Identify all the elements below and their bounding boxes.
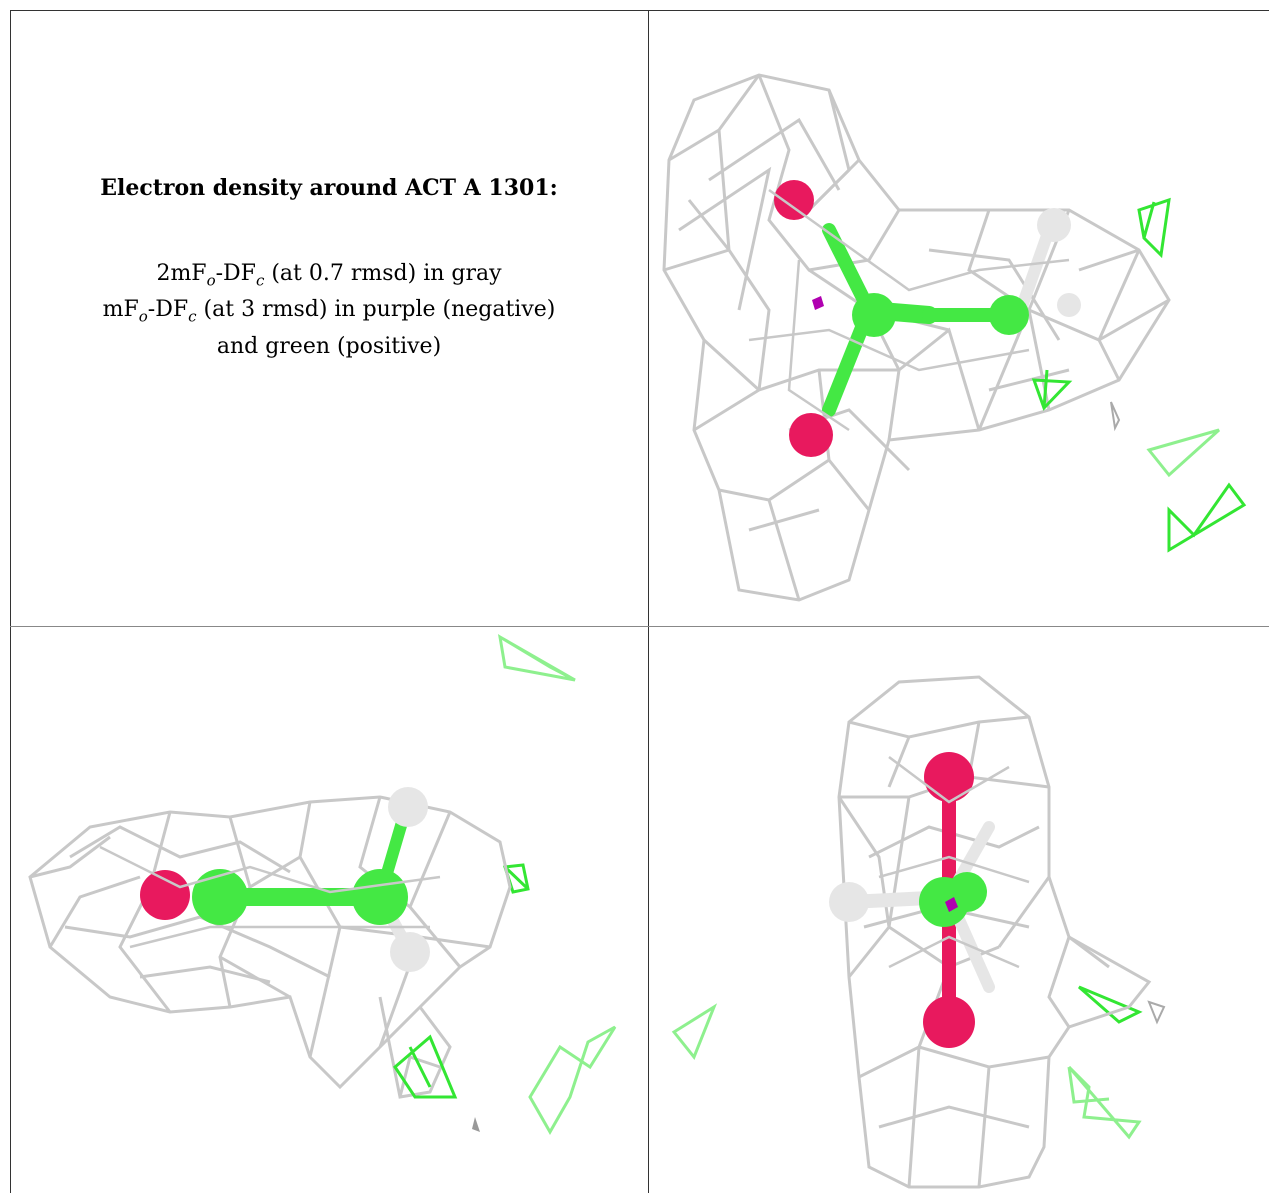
positive-density-green <box>497 634 617 1136</box>
positive-density-green <box>671 985 1143 1140</box>
hydrogen-atom <box>1057 293 1081 317</box>
center-divider <box>648 10 649 1193</box>
negative-density-purple <box>945 897 958 912</box>
view-bottom-left <box>10 627 648 1193</box>
view-top-right <box>649 10 1269 626</box>
caption-line-2: mFo-DFc (at 3 rmsd) in purple (negative) <box>102 297 556 326</box>
carbon-atom <box>989 295 1029 335</box>
figure-grid: Electron density around ACT A 1301: 2mFo… <box>10 10 1269 1193</box>
oxygen-atom <box>923 996 975 1048</box>
carbon-atom <box>852 293 896 337</box>
density-mesh-overlay <box>878 756 1030 969</box>
top-border <box>10 10 1269 11</box>
carbon-atom <box>192 869 248 925</box>
density-mesh-overlay <box>748 188 1070 432</box>
density-mesh-gray <box>837 675 1152 1189</box>
hydrogen-atom <box>1037 208 1071 242</box>
caption-line-3: and green (positive) <box>216 333 442 359</box>
small-gray-fragment <box>1110 401 1121 432</box>
small-gray-fragment <box>1147 1000 1166 1025</box>
oxygen-atom <box>789 413 833 457</box>
carbon-atom <box>947 872 987 912</box>
oxygen-atom <box>924 752 974 802</box>
molecule-model <box>140 787 430 972</box>
density-mesh-gray <box>28 795 512 1099</box>
oxygen-atom <box>140 870 190 920</box>
positive-density-green <box>393 1034 458 1099</box>
middle-divider <box>10 626 1269 627</box>
molecule-model <box>774 180 1081 457</box>
density-mesh-gray <box>662 73 1171 602</box>
hydrogen-atom <box>829 882 869 922</box>
caption: Electron density around ACT A 1301: 2mFo… <box>10 175 648 361</box>
left-border <box>10 10 11 1193</box>
positive-density-green <box>1031 197 1247 553</box>
caption-title: Electron density around ACT A 1301: <box>100 175 558 201</box>
hydrogen-atom <box>390 932 430 972</box>
caption-line-1: 2mFo-DFc (at 0.7 rmsd) in gray <box>156 261 502 290</box>
molecule-model <box>829 752 995 1048</box>
density-mesh-overlay <box>99 845 441 949</box>
hydrogen-atom <box>388 787 428 827</box>
small-gray-fragment <box>472 1117 480 1132</box>
oxygen-atom <box>774 180 814 220</box>
carbon-atom <box>352 869 408 925</box>
negative-density-purple <box>812 296 824 310</box>
view-bottom-right <box>649 627 1269 1193</box>
caption-cell: Electron density around ACT A 1301: 2mFo… <box>10 10 648 626</box>
